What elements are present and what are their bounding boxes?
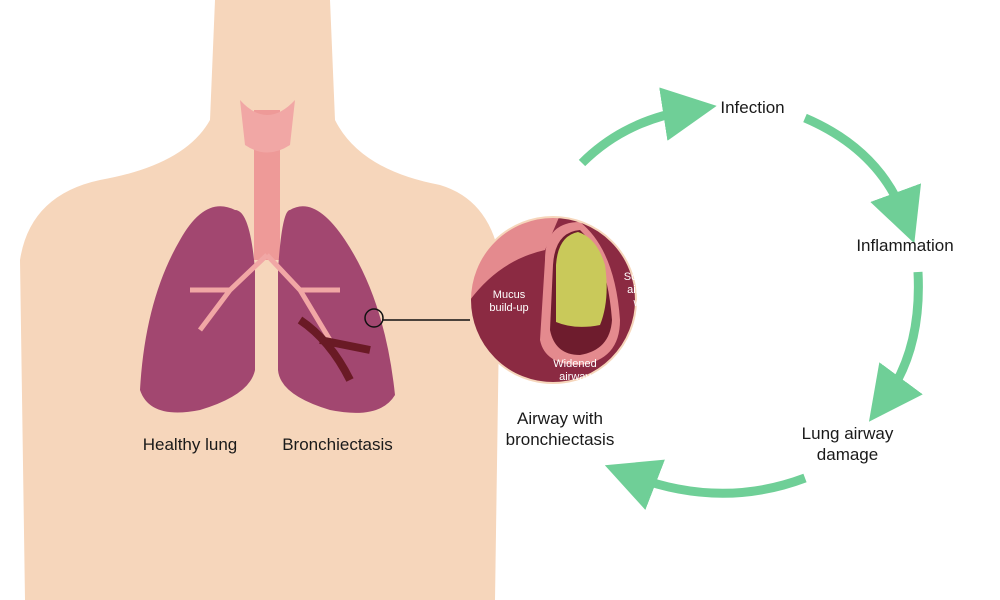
damage-line2: damage: [816, 445, 879, 464]
mucus-line2: build-up: [489, 302, 529, 314]
arrow-to-infection: [578, 87, 717, 167]
label-bronchiectasis: Bronchiectasis: [282, 435, 393, 454]
cycle-step-inflammation: Inflammation: [856, 236, 954, 255]
scarred-line2: airway: [627, 284, 659, 296]
label-mucus: Mucus build-up: [484, 289, 534, 315]
airway-title-line2: bronchiectasis: [505, 430, 615, 449]
arrow-to-damage: [868, 271, 923, 422]
cycle-arrows: [578, 87, 923, 510]
cycle-step-lung-airway-damage: Lung airway damage: [785, 423, 910, 465]
label-widened-airway: Widened airway: [545, 358, 605, 384]
torso: [20, 0, 500, 600]
damage-line1: Lung airway: [801, 424, 894, 443]
mucus-line1: Mucus: [492, 289, 526, 301]
airway-title-line1: Airway with: [517, 409, 603, 428]
widened-line1: Widened: [553, 358, 597, 370]
scarred-line3: wall: [633, 297, 653, 309]
label-scarred-wall: Scarred airway wall: [618, 271, 668, 310]
label-healthy-lung: Healthy lung: [142, 435, 238, 454]
arrow-to-airway: [604, 459, 807, 510]
arrow-to-inflammation: [803, 113, 922, 244]
label-airway-with-bronchiectasis: Airway with bronchiectasis: [495, 408, 625, 450]
bronchiectasis-lung: [278, 206, 395, 413]
widened-line2: airway: [559, 371, 591, 383]
scarred-line1: Scarred: [623, 271, 663, 283]
healthy-lung: [140, 206, 255, 413]
cycle-step-infection: Infection: [720, 98, 785, 117]
